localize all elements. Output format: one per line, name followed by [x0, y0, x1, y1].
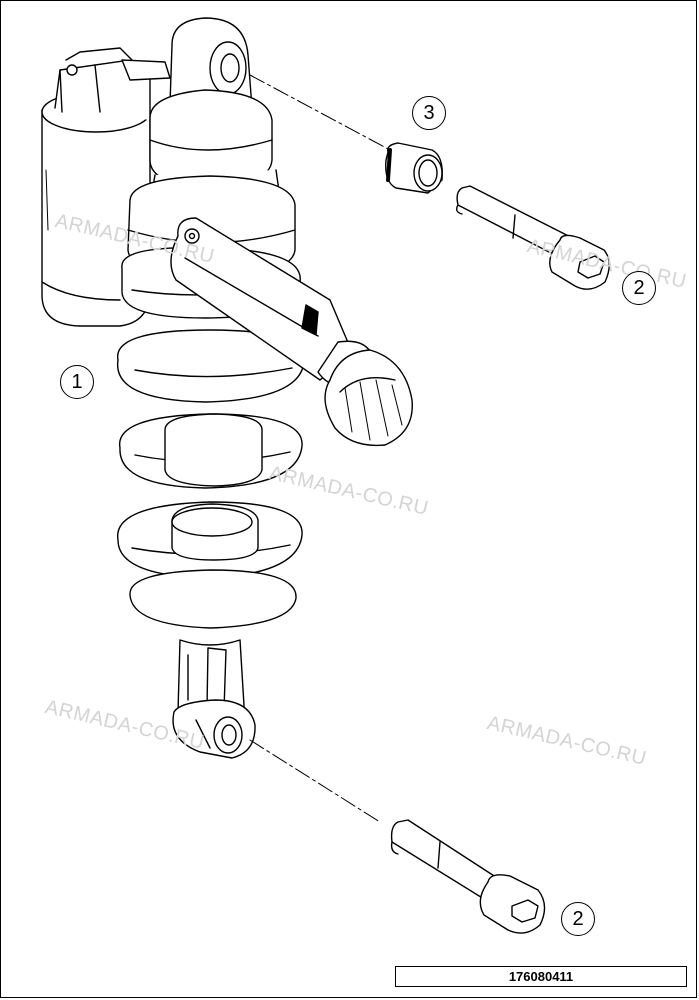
lower-bolt: [390, 819, 546, 934]
preload-adjuster: [170, 217, 413, 447]
bushing: [385, 142, 443, 194]
callout-upper-bolt: 2: [622, 271, 656, 305]
callout-lower-bolt: 2: [561, 902, 595, 936]
upper-bolt: [455, 185, 610, 290]
leader-lines: [249, 74, 391, 823]
diagram-number: 176080411: [395, 966, 687, 987]
callout-shock-absorber: 1: [60, 365, 94, 399]
callout-bushing: 3: [412, 96, 446, 130]
reservoir: [41, 47, 171, 327]
damper-body: [164, 413, 263, 561]
lower-mount: [172, 639, 256, 759]
